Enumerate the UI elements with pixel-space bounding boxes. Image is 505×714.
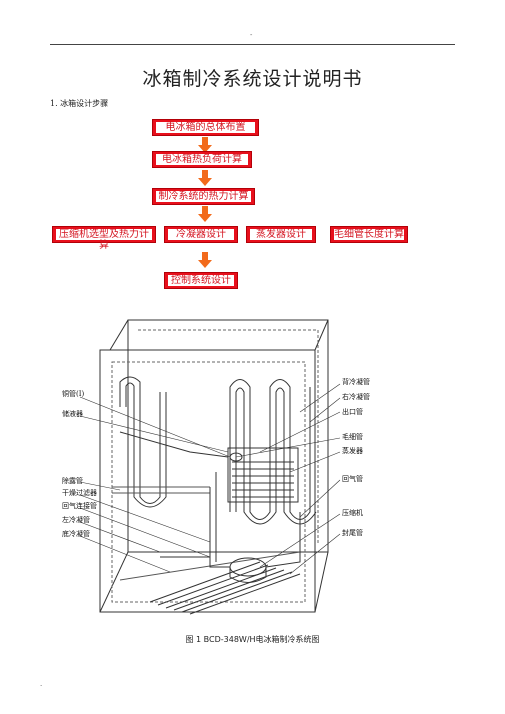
flow-step-layout-label: 电冰箱的总体布置 <box>156 122 255 133</box>
header-mark: - <box>250 31 253 39</box>
label-outlet-pipe: 出口管 <box>342 407 363 416</box>
back-condenser <box>229 379 317 525</box>
footer-mark: . <box>40 680 43 688</box>
diagram-labels-right: 背冷凝管 右冷凝管 出口管 毛细管 蒸发器 回气管 压缩机 封尾管 <box>342 377 370 537</box>
label-accumulator: 储液器 <box>62 409 83 418</box>
flow-branch-compressor-label: 压缩机选型及热力计算 <box>56 229 152 251</box>
flow-arrow-2 <box>198 170 212 186</box>
label-evaporator: 蒸发器 <box>342 446 363 455</box>
section-heading: 1. 冰箱设计步骤 <box>50 99 109 108</box>
cabinet-outline <box>99 319 329 613</box>
label-back-condenser: 背冷凝管 <box>342 377 370 386</box>
flow-branch-evaporator-label: 蒸发器设计 <box>250 229 312 240</box>
label-capillary: 毛细管 <box>342 432 363 441</box>
label-return-pipe: 回气管 <box>342 474 363 483</box>
flow-branch-capillary: 毛细管长度计算 <box>330 226 408 243</box>
figure-caption: 图 1 BCD-348W/H电冰箱制冷系统图 <box>0 634 505 645</box>
label-drier-filter: 干燥过滤器 <box>62 488 97 497</box>
pipe-network <box>119 431 301 568</box>
flow-step-thermo: 制冷系统的热力计算 <box>152 188 255 205</box>
label-compressor: 压缩机 <box>342 508 363 517</box>
flow-branch-condenser: 冷凝器设计 <box>164 226 238 243</box>
flow-branch-condenser-label: 冷凝器设计 <box>168 229 234 240</box>
flow-step-heat-load-label: 电冰箱热负荷计算 <box>156 154 248 165</box>
flow-arrow-3 <box>198 206 212 222</box>
label-right-condenser: 右冷凝管 <box>342 392 370 401</box>
left-condenser <box>112 376 210 508</box>
label-return-connector: 回气连接管 <box>62 501 97 510</box>
flow-arrow-1 <box>198 137 212 153</box>
label-tail-pipe: 封尾管 <box>342 528 363 537</box>
flow-arrow-4 <box>198 252 212 268</box>
flow-step-control: 控制系统设计 <box>164 272 238 289</box>
flow-branch-evaporator: 蒸发器设计 <box>246 226 316 243</box>
refrigeration-diagram: 铜管(I) 储液器 除露管 干燥过滤器 回气连接管 左冷凝管 底冷凝管 背冷凝管… <box>62 319 370 615</box>
diagram-labels-left: 铜管(I) 储液器 除露管 干燥过滤器 回气连接管 左冷凝管 底冷凝管 <box>62 389 97 538</box>
flow-step-thermo-label: 制冷系统的热力计算 <box>156 191 251 202</box>
caption-prefix: 图 1 <box>185 635 204 644</box>
caption-model: BCD-348W/H <box>203 635 256 644</box>
page-title: 冰箱制冷系统设计说明书 <box>142 68 363 90</box>
flow-branch-compressor: 压缩机选型及热力计算 <box>52 226 156 251</box>
evaporator <box>227 447 299 503</box>
flow-step-heat-load: 电冰箱热负荷计算 <box>152 151 252 168</box>
flow-step-control-label: 控制系统设计 <box>168 275 234 286</box>
label-dew-pipe: 除露管 <box>62 476 83 485</box>
header-rule <box>50 44 455 45</box>
flow-step-layout: 电冰箱的总体布置 <box>152 119 259 136</box>
leader-lines <box>79 383 341 575</box>
flow-branch-capillary-label: 毛细管长度计算 <box>334 229 404 240</box>
label-left-condenser: 左冷凝管 <box>62 515 90 524</box>
label-copper-tube: 铜管(I) <box>62 389 84 398</box>
label-bottom-condenser: 底冷凝管 <box>62 529 90 538</box>
caption-text: 电冰箱制冷系统图 <box>255 635 320 644</box>
